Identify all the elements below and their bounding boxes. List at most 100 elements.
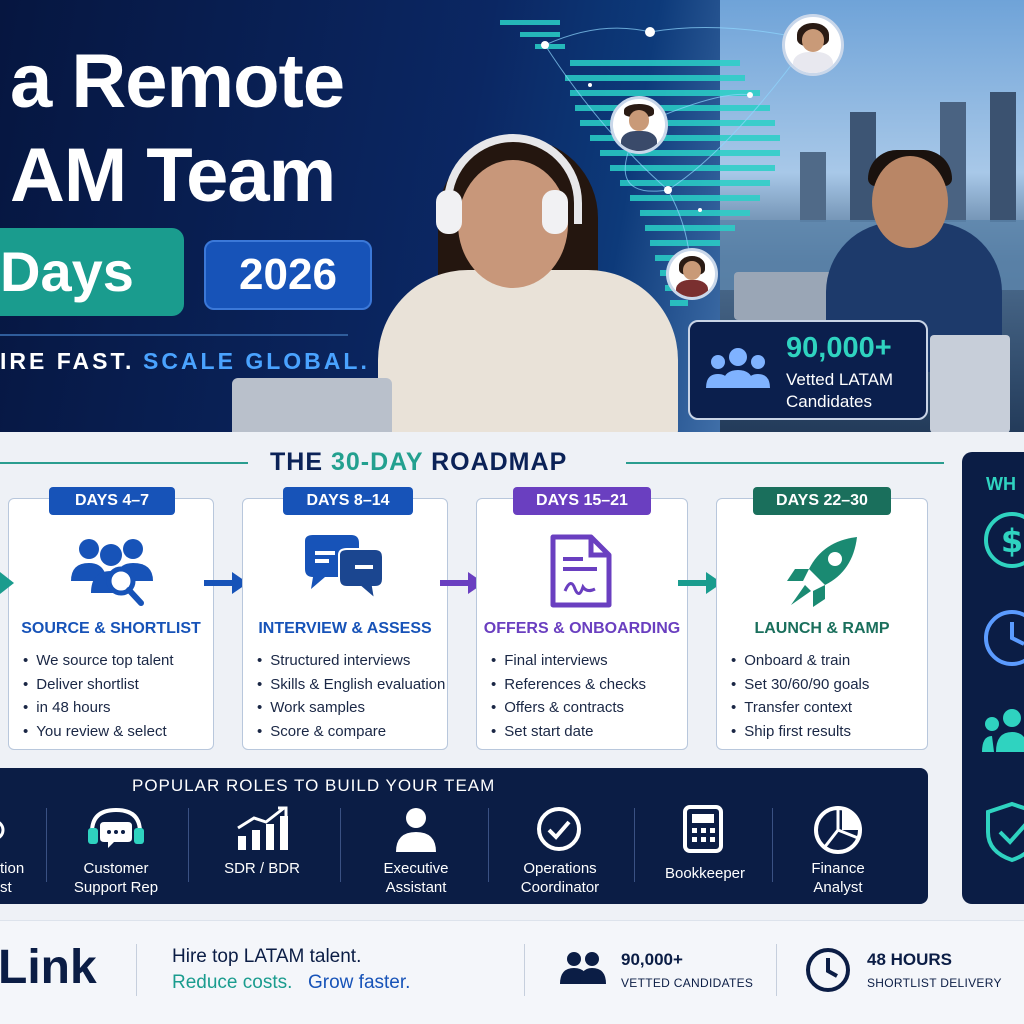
list-item: Set 30/60/90 goals: [731, 673, 869, 697]
partial-icon: [0, 821, 5, 839]
step-list: Onboard & train Set 30/60/90 goals Trans…: [731, 649, 869, 743]
arrow-right-icon: [204, 572, 248, 594]
people-search-icon: [71, 539, 153, 606]
year-pill: 2026: [204, 240, 372, 310]
step-list: We source top talent Deliver shortlist i…: [23, 649, 174, 744]
why-panel-label: WH: [986, 474, 1016, 494]
roadmap-step-source: DAYS 4–7 SOURCE & SHORTLIST We source to…: [8, 487, 214, 750]
step-title: INTERVIEW & ASSESS: [258, 620, 432, 637]
pie-chart-icon: [814, 806, 862, 854]
roadmap-title-part-1: THE: [270, 448, 323, 476]
divider: [772, 808, 773, 882]
footer-tagline-part-a: Reduce costs.: [172, 972, 293, 993]
signed-document-icon: [550, 534, 612, 608]
headline-line-2: AM Team: [10, 133, 336, 218]
divider: [524, 944, 525, 996]
footer-stat-1-label: VETTED CANDIDATES: [621, 976, 754, 990]
divider: [0, 334, 348, 336]
footer-tagline-part-b: Grow faster.: [308, 972, 411, 993]
people-group-icon: [706, 348, 770, 388]
divider: [188, 808, 189, 882]
role-item: tion st: [0, 859, 40, 897]
divider: [340, 808, 341, 882]
headline-line-1: a Remote: [10, 39, 345, 124]
step-title: OFFERS & ONBOARDING: [483, 620, 681, 637]
divider: [46, 808, 47, 882]
popular-roles-panel: [0, 768, 928, 904]
headphones: [444, 134, 582, 224]
roadmap-title-part-2: ROADMAP: [431, 448, 568, 476]
stat-number: 90,000+: [786, 332, 892, 364]
list-item: Structured interviews: [257, 649, 445, 673]
stat-label-line-2: Candidates: [786, 392, 873, 411]
role-label-line-1: Operations: [523, 860, 597, 877]
candidate-avatar-man: [610, 96, 668, 154]
role-label-line-1: Customer: [83, 860, 149, 877]
list-item-continuation: in 48 hours: [36, 699, 111, 716]
list-item: Skills & English evaluation: [257, 673, 445, 697]
list-item: Transfer context: [731, 696, 869, 720]
roles-title: POPULAR ROLES TO BUILD YOUR TEAM: [132, 776, 496, 795]
role-label-line-1: Executive: [383, 860, 449, 877]
tagline-part-1: IRE FAST.: [0, 348, 135, 374]
role-item-executive-assistant: Executive Assistant: [354, 859, 478, 897]
divider: [0, 462, 248, 464]
role-label-line-2: st: [0, 879, 12, 896]
step-badge: DAYS 4–7: [49, 487, 175, 515]
roadmap-step-interview: DAYS 8–14 INTERVIEW & ASSESS Structured …: [242, 487, 448, 750]
footer: [0, 920, 1024, 1024]
rocket-icon: [787, 537, 857, 607]
list-item: Work samples: [257, 696, 445, 720]
svg-text:$: $: [1001, 522, 1023, 560]
list-item: Onboard & train: [731, 649, 869, 673]
clock-icon: [806, 948, 850, 992]
step-list: Final interviews References & checks Off…: [491, 649, 646, 743]
step-title: LAUNCH & RAMP: [754, 620, 890, 637]
list-item: References & checks: [491, 673, 646, 697]
hero-banner: [0, 0, 1024, 432]
arrow-right-icon: [678, 572, 722, 594]
people-icon: [982, 709, 1024, 752]
step-badge: DAYS 8–14: [283, 487, 413, 515]
role-label-line-1: tion: [0, 860, 25, 877]
why-panel: WH $: [962, 452, 1024, 904]
calculator-icon: [683, 805, 723, 853]
role-label-line-1: SDR / BDR: [224, 860, 300, 877]
role-item-customer-support: Customer Support Rep: [56, 859, 176, 897]
role-item-bookkeeper: Bookkeeper: [646, 864, 764, 883]
list-item: in 48 hours: [23, 696, 174, 720]
arrow-right-icon: [0, 572, 14, 594]
step-badge: DAYS 22–30: [753, 487, 891, 515]
bar-chart-growth-icon: [237, 806, 288, 850]
roadmap-step-offers: DAYS 15–21 OFFERS & ONBOARDING Final int…: [476, 487, 688, 750]
candidates-stat-card: 90,000+ Vetted LATAM Candidates: [688, 320, 928, 420]
role-label-line-1: Bookkeeper: [664, 865, 746, 882]
role-label-line-2: Support Rep: [73, 879, 159, 896]
laptop: [930, 335, 1010, 432]
divider: [488, 808, 489, 882]
footer-stat-2-label: SHORTLIST DELIVERY: [867, 976, 1002, 990]
divider: [136, 944, 137, 996]
list-item: Ship first results: [731, 720, 869, 744]
roadmap-title-highlight: 30-DAY: [330, 448, 424, 476]
list-item: Score & compare: [257, 720, 445, 744]
brand-logo: Link: [0, 941, 97, 994]
dollar-icon: $: [984, 512, 1024, 568]
divider: [626, 462, 944, 464]
candidate-avatar-woman-2: [666, 248, 718, 300]
chat-bubbles-icon: [305, 535, 384, 602]
step-title: SOURCE & SHORTLIST: [21, 620, 201, 637]
roadmap-step-launch: DAYS 22–30 LAUNCH & RAMP Onboard & train…: [716, 487, 928, 750]
list-item: Set start date: [491, 720, 646, 744]
person-icon: [396, 808, 436, 852]
step-badge: DAYS 15–21: [513, 487, 651, 515]
divider: [634, 808, 635, 882]
footer-stat-2-number: 48 HOURS: [867, 950, 953, 969]
role-label-line-1: Finance: [811, 860, 865, 877]
headset-chat-icon: [88, 807, 144, 848]
role-item-operations-coordinator: Operations Coordinator: [500, 859, 620, 897]
footer-stat-1-number: 90,000+: [621, 950, 683, 969]
list-item: You review & select: [23, 720, 174, 744]
list-item: Offers & contracts: [491, 696, 646, 720]
clock-icon: [984, 610, 1024, 666]
